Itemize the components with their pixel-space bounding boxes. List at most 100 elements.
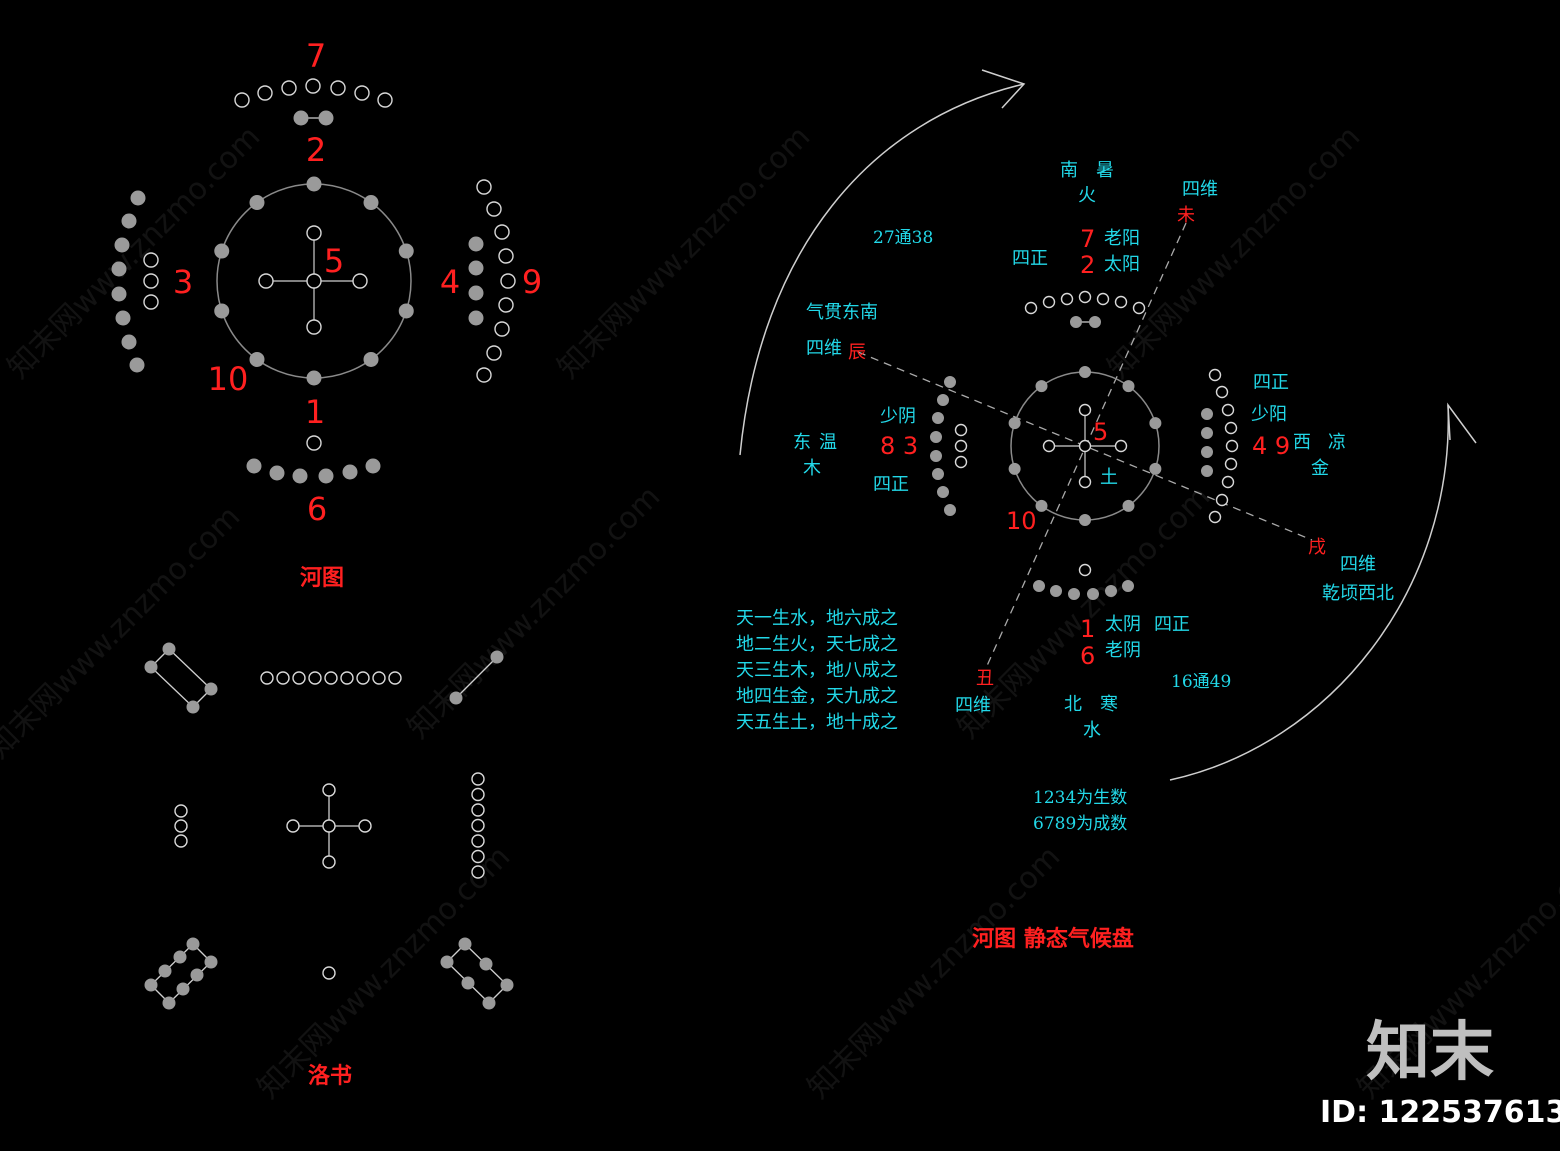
label-sizheng-west: 四正 <box>1253 372 1289 393</box>
solid-dot <box>482 996 496 1010</box>
hollow-dot <box>276 671 290 685</box>
hetu-center-dots <box>258 225 368 335</box>
label-taiyin: 太阴 <box>1105 614 1141 635</box>
hollow-dot <box>1221 475 1235 489</box>
ring-solid-dot <box>1149 462 1162 475</box>
label-laoyang: 老阳 <box>1104 228 1140 249</box>
climate-title: 河图 静态气候盘 <box>972 926 1134 952</box>
watermark-text: 知末网www.znzmo.com <box>1101 119 1367 385</box>
hollow-dot <box>471 834 485 848</box>
hollow-dot <box>305 78 321 94</box>
hollow-dot <box>954 423 968 437</box>
center-hollow-dot <box>258 273 274 289</box>
hetu-number-2: 2 <box>306 131 326 169</box>
solid-dot <box>204 682 218 696</box>
hollow-dot <box>494 224 510 240</box>
center-hollow-dot <box>306 225 322 241</box>
west-element: 金 <box>1311 458 1329 479</box>
climate-number-10: 10 <box>1006 507 1037 535</box>
label-27tong38: 27通38 <box>873 228 933 248</box>
connector-line <box>168 961 212 1004</box>
solid-dot <box>144 660 158 674</box>
label-siwei-chen: 四维 <box>806 338 842 359</box>
label-sizheng-south: 四正 <box>1012 248 1048 269</box>
solid-dot <box>449 691 463 705</box>
connector-line <box>455 656 498 699</box>
connector-line <box>150 943 194 986</box>
label-laoyin: 老阴 <box>1105 640 1141 661</box>
hollow-dot <box>234 92 250 108</box>
hollow-dot <box>471 787 485 802</box>
ring-solid-dot <box>1035 380 1048 393</box>
hollow-dot <box>257 85 273 101</box>
climate-number-6: 6 <box>1080 642 1095 670</box>
hollow-dot <box>308 671 322 685</box>
luoshu-dots <box>144 642 514 1010</box>
hetu-number-3: 3 <box>173 263 193 301</box>
hollow-dot <box>498 297 514 313</box>
hollow-dot <box>174 819 188 833</box>
ring-solid-dot <box>214 303 230 319</box>
center-hollow-dot <box>1042 439 1056 453</box>
hollow-dot <box>1042 295 1056 309</box>
hetu-outer-dots <box>111 78 516 484</box>
verse-line: 地二生火，天七成之 <box>736 634 898 655</box>
south-direction: 南 <box>1060 160 1078 181</box>
hollow-dot <box>1224 457 1238 471</box>
hollow-dot <box>143 273 159 289</box>
solid-dot <box>130 190 146 206</box>
solid-dot <box>190 968 204 982</box>
north-season: 寒 <box>1100 694 1118 715</box>
south-season: 暑 <box>1096 160 1114 181</box>
solid-dot <box>186 937 200 951</box>
west-direction: 西 <box>1293 432 1311 453</box>
verse-line: 地四生金，天九成之 <box>736 686 898 707</box>
center-hollow-dot <box>1114 439 1128 453</box>
verse-line: 天五生土，地十成之 <box>736 712 898 733</box>
solid-dot <box>1089 316 1101 328</box>
verse-line: 天三生木，地八成之 <box>736 660 898 681</box>
hollow-dot <box>476 367 492 383</box>
solid-dot <box>162 996 176 1010</box>
solid-dot <box>500 978 514 992</box>
solid-dot <box>246 458 262 474</box>
label-qiankun-xibei: 乾顷西北 <box>1322 583 1394 604</box>
hetu-number-10: 10 <box>208 360 249 398</box>
hollow-dot <box>356 671 370 685</box>
branch-xu: 戌 <box>1308 537 1326 558</box>
solid-dot <box>365 458 381 474</box>
hollow-dot <box>471 865 485 879</box>
solid-dot <box>173 950 187 964</box>
hollow-dot <box>954 439 968 453</box>
label-shaoyin: 少阴 <box>880 406 916 427</box>
hollow-dot <box>372 671 386 685</box>
solid-dot <box>1087 588 1099 600</box>
ring-solid-dot <box>1035 499 1048 512</box>
hollow-dot <box>954 455 968 469</box>
hollow-dot <box>1096 292 1110 306</box>
solid-dot <box>1050 585 1062 597</box>
climate-disc: 南 暑 火 7 2 老阳 太阳 四正 27通38 四维 未 气贯东南 四维 辰 … <box>736 69 1477 952</box>
ring-solid-dot <box>214 243 230 259</box>
hetu-number-5: 5 <box>324 242 344 280</box>
solid-dot <box>479 957 493 971</box>
solid-dot <box>930 431 942 443</box>
hollow-dot <box>324 671 338 685</box>
connector-line <box>150 666 194 708</box>
ring-solid-dot <box>1079 514 1091 526</box>
north-direction: 北 <box>1064 694 1082 715</box>
watermark-text: 知末网www.znzmo.com <box>0 499 247 765</box>
hollow-dot <box>306 435 322 451</box>
ring-solid-dot <box>306 176 322 192</box>
center-element: 土 <box>1100 467 1118 488</box>
hollow-dot <box>1078 563 1092 577</box>
hollow-dot <box>471 803 485 817</box>
ring-solid-dot <box>1149 417 1162 430</box>
climate-center-dots <box>1042 403 1128 489</box>
arrowhead-upper <box>981 69 1026 109</box>
solid-dot <box>932 412 944 424</box>
hetu-number-4: 4 <box>440 263 460 301</box>
hollow-dot <box>143 252 159 268</box>
hollow-dot <box>1215 385 1229 399</box>
